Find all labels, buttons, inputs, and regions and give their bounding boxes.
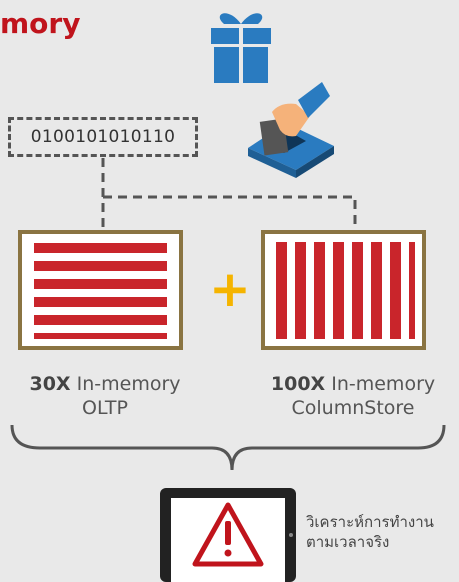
columnstore-label-line1: In-memory <box>331 373 436 395</box>
oltp-rowstore-icon <box>18 230 183 350</box>
oltp-caption: 30X In-memory OLTP <box>0 372 210 420</box>
realtime-caption-line1: วิเคราะห์การทำงาน <box>306 513 434 531</box>
columnstore-label-line2: ColumnStore <box>291 397 415 419</box>
curly-brace <box>10 424 446 471</box>
realtime-analytics-caption: วิเคราะห์การทำงาน ตามเวลาจริง <box>306 512 434 552</box>
columnstore-icon <box>261 230 426 350</box>
columnstore-multiplier: 100X <box>270 373 326 395</box>
plus-sign: + <box>209 260 251 318</box>
realtime-caption-line2: ตามเวลาจริง <box>306 533 390 551</box>
oltp-multiplier: 30X <box>29 373 71 395</box>
binary-code-box: 0100101010110 <box>8 117 198 157</box>
oltp-label-line1: In-memory <box>76 373 181 395</box>
columnstore-caption: 100X In-memory ColumnStore <box>248 372 458 420</box>
oltp-label-line2: OLTP <box>82 397 128 419</box>
page-title: mory <box>0 7 81 40</box>
